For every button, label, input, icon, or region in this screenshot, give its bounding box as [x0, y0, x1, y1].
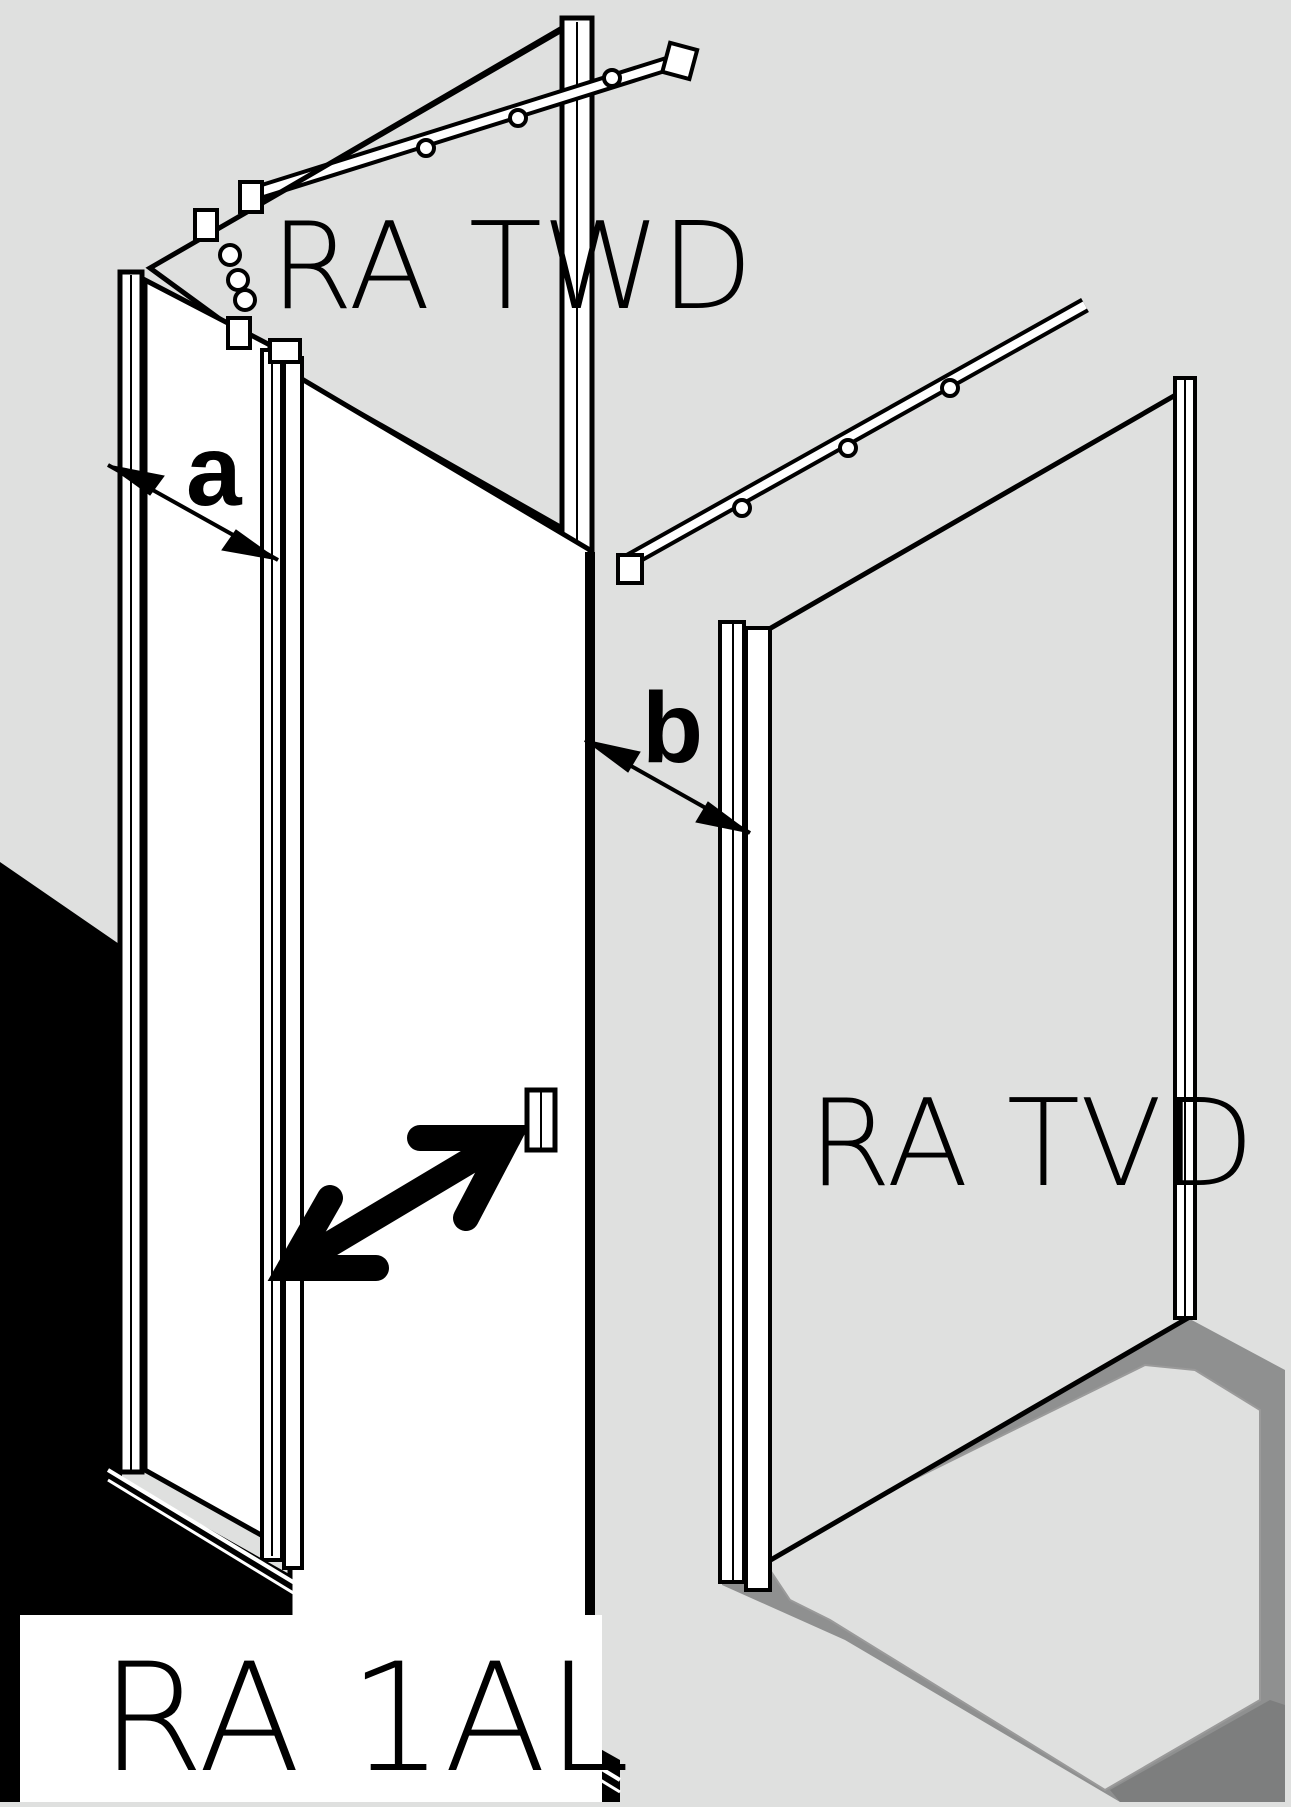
- floor-shadow-left: [0, 862, 620, 1802]
- handle-icon: [524, 1087, 558, 1153]
- side-panel-tvd: [718, 376, 1197, 1592]
- label-door-panel: RA 1AL: [100, 1632, 630, 1802]
- label-dimension-b: b: [642, 672, 703, 784]
- shower-tray: [722, 1318, 1285, 1802]
- label-side-panel: RA TVD: [808, 1075, 1255, 1214]
- dimension-arrows: [107, 463, 751, 835]
- door-panel: [106, 348, 622, 1795]
- label-dimension-a: a: [186, 415, 243, 527]
- stabiliser-bars: [193, 25, 1089, 585]
- label-top-panel: RA TWD: [270, 198, 753, 337]
- door-label-box: [20, 1615, 602, 1802]
- double-arrow-icon: [267, 1125, 530, 1281]
